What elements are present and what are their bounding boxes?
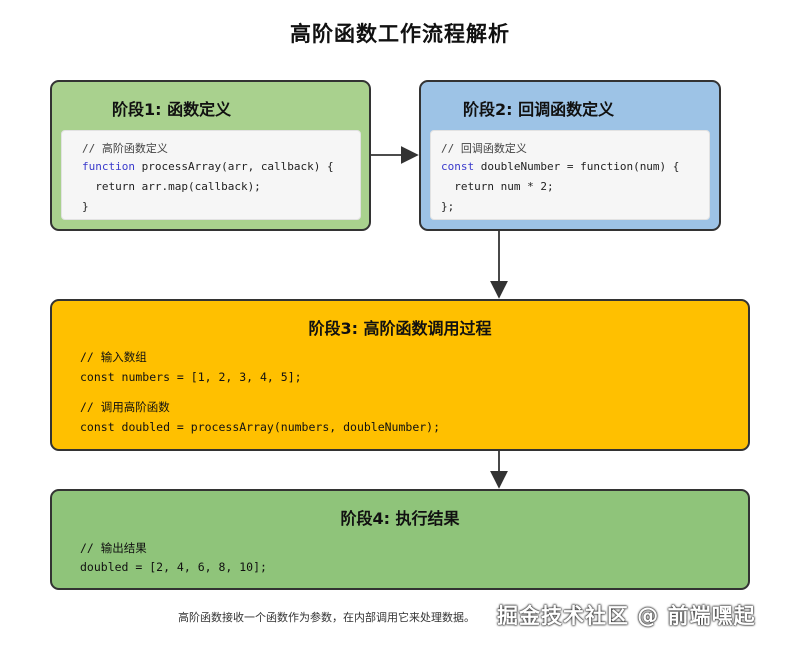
- diagram-title: 高阶函数工作流程解析: [290, 22, 510, 46]
- stage2-code-panel: // 回调函数定义 const doubleNumber = function(n…: [430, 130, 710, 220]
- stage4-box: 阶段4: 执行结果 // 输出结果 doubled = [2, 4, 6, 8,…: [50, 489, 750, 590]
- stage1-title: 阶段1: 函数定义: [112, 100, 232, 119]
- stage4-title: 阶段4: 执行结果: [340, 509, 460, 528]
- stage1-code-line: }: [82, 200, 89, 213]
- stage1-code-line: return arr.map(callback);: [82, 180, 261, 193]
- stage3-line-doubled: const doubled = processArray(numbers, do…: [80, 420, 441, 434]
- stage1-code-panel: // 高阶函数定义 function processArray(arr, call…: [61, 130, 361, 220]
- watermark-text: 掘金技术社区 @ 前端嘿起: [497, 604, 756, 628]
- stage3-comment-call: // 调用高阶函数: [80, 400, 170, 414]
- stage3-line-numbers: const numbers = [1, 2, 3, 4, 5];: [80, 370, 302, 384]
- code-text: };: [441, 200, 455, 213]
- code-keyword: const: [441, 160, 475, 173]
- code-comment: // 回调函数定义: [441, 142, 527, 155]
- stage2-box: 阶段2: 回调函数定义 // 回调函数定义 const doubleNumber …: [419, 80, 721, 231]
- code-comment: // 高阶函数定义: [82, 142, 168, 155]
- stage2-code-line: const doubleNumber = function(num) {: [441, 160, 679, 173]
- stage4-result-line: doubled = [2, 4, 6, 8, 10];: [80, 560, 267, 574]
- stage2-title: 阶段2: 回调函数定义: [463, 100, 615, 119]
- code-text: return num * 2;: [441, 180, 554, 193]
- stage3-box: 阶段3: 高阶函数调用过程 // 输入数组 const numbers = [1…: [50, 299, 750, 451]
- stage3-title: 阶段3: 高阶函数调用过程: [308, 319, 492, 338]
- stage2-code-line: return num * 2;: [441, 180, 554, 193]
- code-text: processArray(arr, callback) {: [134, 160, 334, 173]
- stage4-comment: // 输出结果: [80, 541, 147, 555]
- stage1-box: 阶段1: 函数定义 // 高阶函数定义 function processArray…: [50, 80, 371, 231]
- code-text: return arr.map(callback);: [82, 180, 261, 193]
- stage2-code-line: // 回调函数定义: [441, 140, 527, 156]
- stage1-code-line: // 高阶函数定义: [82, 140, 168, 156]
- stage2-code-line: };: [441, 200, 454, 213]
- stage1-code-line: function processArray(arr, callback) {: [82, 160, 334, 173]
- code-text: }: [82, 200, 89, 213]
- footnote-text: 高阶函数接收一个函数作为参数，在内部调用它来处理数据。: [178, 611, 475, 624]
- stage3-comment-input: // 输入数组: [80, 350, 147, 364]
- code-keyword: function: [82, 160, 135, 173]
- code-text: doubleNumber = function(num) {: [474, 160, 680, 173]
